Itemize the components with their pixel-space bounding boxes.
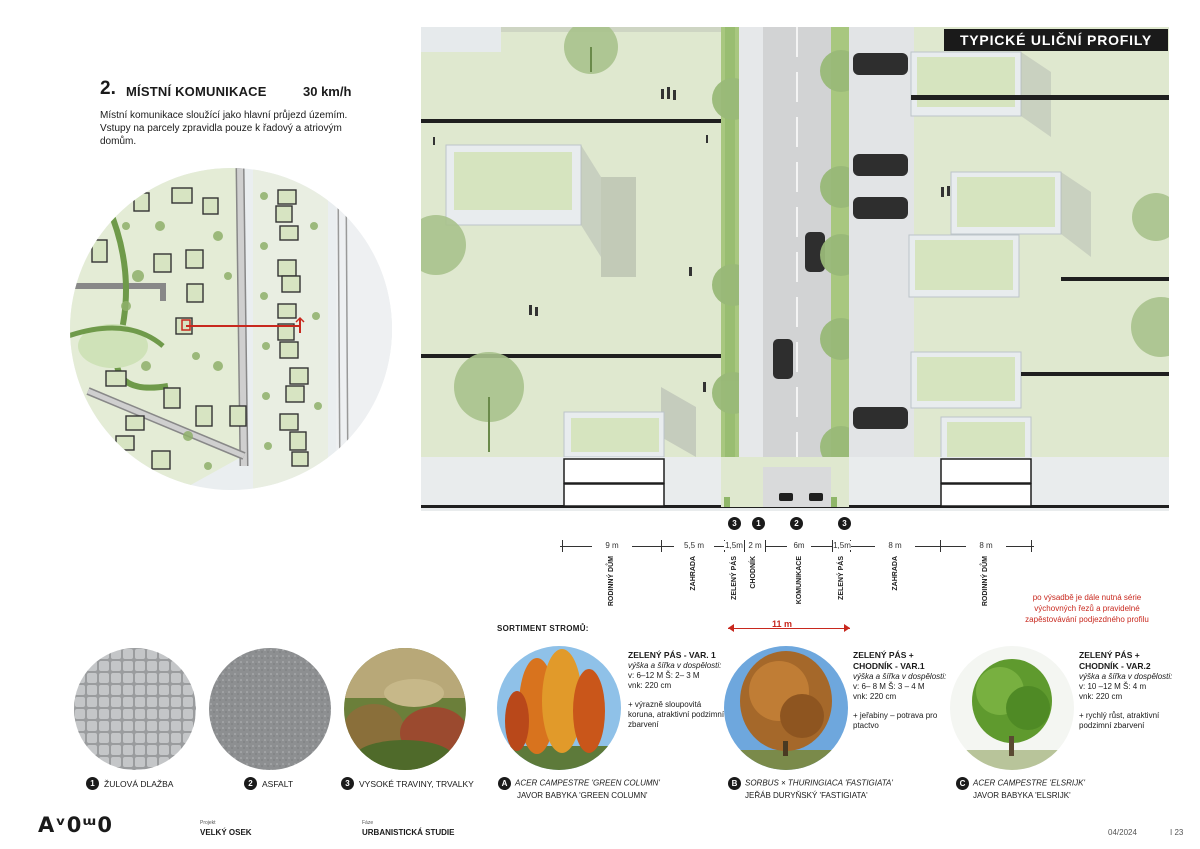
footer-date: 04/2024 bbox=[1108, 828, 1137, 837]
zone-badge-1: 1 bbox=[752, 517, 765, 530]
zone-label-zeleny-pas-left: ZELENÝ PÁS bbox=[731, 556, 738, 600]
footer-project: VELKÝ OSEK bbox=[200, 828, 252, 837]
zone-label-rodinny-dum-left: RODINNÝ DŮM bbox=[608, 556, 615, 607]
key-map-circle bbox=[70, 168, 392, 490]
width-zeleny-pas-right: 1,5m bbox=[833, 541, 851, 550]
tree-a-badge: A bbox=[498, 777, 511, 790]
tree-c-subtitle: výška a šířka v dospělosti: bbox=[1079, 672, 1173, 681]
street-plan bbox=[421, 27, 1169, 511]
width-zahrada-right: 8 m bbox=[875, 541, 915, 550]
speed-limit: 30 km/h bbox=[303, 84, 352, 99]
maintenance-note: po výsadbě je dále nutná série výchovnýc… bbox=[1025, 593, 1149, 624]
tree-sortiment-label: SORTIMENT STROMŮ: bbox=[497, 624, 589, 633]
width-rodinny-dum-right: 8 m bbox=[966, 541, 1006, 550]
tree-c-note: + rychlý růst, atraktivní podzimní zbarv… bbox=[1079, 711, 1160, 730]
studio-logo: Aᵛ0ᵚ0 bbox=[38, 813, 113, 837]
width-rodinny-dum-left: 9 m bbox=[592, 541, 632, 550]
material-badge-2: 2 bbox=[244, 777, 257, 790]
material-label-3: VYSOKÉ TRAVINY, TRVALKY bbox=[359, 778, 474, 789]
span-arrow-left bbox=[728, 624, 734, 632]
section-number: 2. bbox=[100, 78, 116, 99]
material-label-2: ASFALT bbox=[262, 778, 294, 789]
tree-b-subtitle: výška a šířka v dospělosti: bbox=[853, 672, 947, 681]
tree-a-info: ZELENÝ PÁS - VAR. 1 výška a šířka v dosp… bbox=[628, 650, 728, 730]
tree-a-size: v: 6–12 M Š: 2– 3 M bbox=[628, 671, 700, 680]
tree-b-badge: B bbox=[728, 777, 741, 790]
tree-b-czech: JEŘÁB DURYŇSKÝ 'FASTIGIATA' bbox=[745, 791, 868, 800]
tree-a-vnk: vnk: 220 cm bbox=[628, 681, 672, 690]
section-description: Místní komunikace sloužící jako hlavní p… bbox=[100, 110, 348, 147]
footer-page-number: I 23 bbox=[1170, 828, 1184, 837]
tree-a-czech: JAVOR BABYKA 'GREEN COLUMN' bbox=[517, 791, 648, 800]
footer-phase: URBANISTICKÁ STUDIE bbox=[362, 828, 455, 837]
dim-tick bbox=[744, 540, 745, 552]
material-caption-2: 2 ASFALT bbox=[244, 777, 293, 790]
tree-b-latin: SORBUS × THURINGIACA 'FASTIGIATA' bbox=[745, 778, 893, 788]
tree-b-caption: B SORBUS × THURINGIACA 'FASTIGIATA' JEŘÁB… bbox=[728, 777, 893, 801]
span-line bbox=[728, 628, 850, 629]
tree-b-title: ZELENÝ PÁS + CHODNÍK - VAR.1 bbox=[853, 650, 925, 671]
span-arrow-right bbox=[844, 624, 850, 632]
tree-b-size: v: 6– 8 M Š: 3 – 4 M bbox=[853, 682, 925, 691]
tree-c-size: v: 10 –12 M Š: 4 m bbox=[1079, 682, 1147, 691]
material-caption-3: 3 VYSOKÉ TRAVINY, TRVALKY bbox=[341, 777, 474, 790]
zone-label-rodinny-dum-right: RODINNÝ DŮM bbox=[982, 556, 989, 607]
material-caption-1: 1 ŽULOVÁ DLAŽBA bbox=[86, 777, 173, 790]
dim-tick bbox=[832, 540, 833, 552]
dim-tick bbox=[765, 540, 766, 552]
tree-a-note: + výrazně sloupovitá koruna, atraktivní … bbox=[628, 700, 725, 729]
width-zahrada-left: 5,5 m bbox=[674, 541, 714, 550]
dim-tick bbox=[661, 540, 662, 552]
tree-b-vnk: vnk: 220 cm bbox=[853, 692, 897, 701]
tree-c-title: ZELENÝ PÁS + CHODNÍK - VAR.2 bbox=[1079, 650, 1151, 671]
tree-a-subtitle: výška a šířka v dospělosti: bbox=[628, 661, 722, 670]
width-chodnik: 2 m bbox=[745, 541, 765, 550]
tree-c-info: ZELENÝ PÁS + CHODNÍK - VAR.2 výška a šíř… bbox=[1079, 650, 1179, 731]
footer-project-label: Projekt bbox=[200, 820, 216, 826]
tree-c-latin: ACER CAMPESTRE 'ELSRIJK' bbox=[973, 778, 1085, 788]
tree-c-image bbox=[950, 646, 1074, 770]
tree-c-caption: C ACER CAMPESTRE 'ELSRIJK' JAVOR BABYKA '… bbox=[956, 777, 1085, 801]
dim-tick bbox=[562, 540, 563, 552]
tree-a-image bbox=[497, 646, 621, 770]
width-zeleny-pas-left: 1,5m bbox=[724, 541, 744, 550]
zone-badge-3-left: 3 bbox=[728, 517, 741, 530]
tree-a-title: ZELENÝ PÁS - VAR. 1 bbox=[628, 650, 716, 660]
zone-label-zeleny-pas-right: ZELENÝ PÁS bbox=[838, 556, 845, 600]
tree-c-czech: JAVOR BABYKA 'ELSRIJK' bbox=[973, 791, 1071, 800]
material-badge-3: 3 bbox=[341, 777, 354, 790]
section-title: MÍSTNÍ KOMUNIKACE bbox=[126, 84, 267, 99]
zone-label-zahrada-left: ZAHRADA bbox=[690, 556, 697, 591]
tree-b-image bbox=[724, 646, 848, 770]
asphalt-image bbox=[209, 648, 331, 770]
span-label: 11 m bbox=[772, 619, 793, 629]
tree-a-latin: ACER CAMPESTRE 'GREEN COLUMN' bbox=[515, 778, 660, 788]
tree-b-note: + jeřabiny – potrava pro ptactvo bbox=[853, 711, 938, 730]
zone-label-chodnik: CHODNÍK bbox=[750, 556, 757, 589]
tree-a-caption: A ACER CAMPESTRE 'GREEN COLUMN' JAVOR BAB… bbox=[498, 777, 660, 801]
zone-label-komunikace: KOMUNIKACE bbox=[796, 556, 803, 605]
zone-badge-3-right: 3 bbox=[838, 517, 851, 530]
tree-c-vnk: vnk: 220 cm bbox=[1079, 692, 1123, 701]
material-badge-1: 1 bbox=[86, 777, 99, 790]
dim-tick bbox=[1031, 540, 1032, 552]
tree-b-info: ZELENÝ PÁS + CHODNÍK - VAR.1 výška a šíř… bbox=[853, 650, 953, 731]
granite-paving-image bbox=[74, 648, 196, 770]
zone-label-zahrada-right: ZAHRADA bbox=[892, 556, 899, 591]
zone-badge-2: 2 bbox=[790, 517, 803, 530]
footer-phase-label: Fáze bbox=[362, 820, 374, 826]
width-komunikace: 6m bbox=[787, 541, 811, 550]
material-label-1: ŽULOVÁ DLAŽBA bbox=[104, 778, 174, 789]
profile-tag: TYPICKÉ ULIČNÍ PROFILY bbox=[944, 29, 1168, 51]
dim-tick bbox=[940, 540, 941, 552]
tree-c-badge: C bbox=[956, 777, 969, 790]
grasses-perennials-image bbox=[344, 648, 466, 770]
